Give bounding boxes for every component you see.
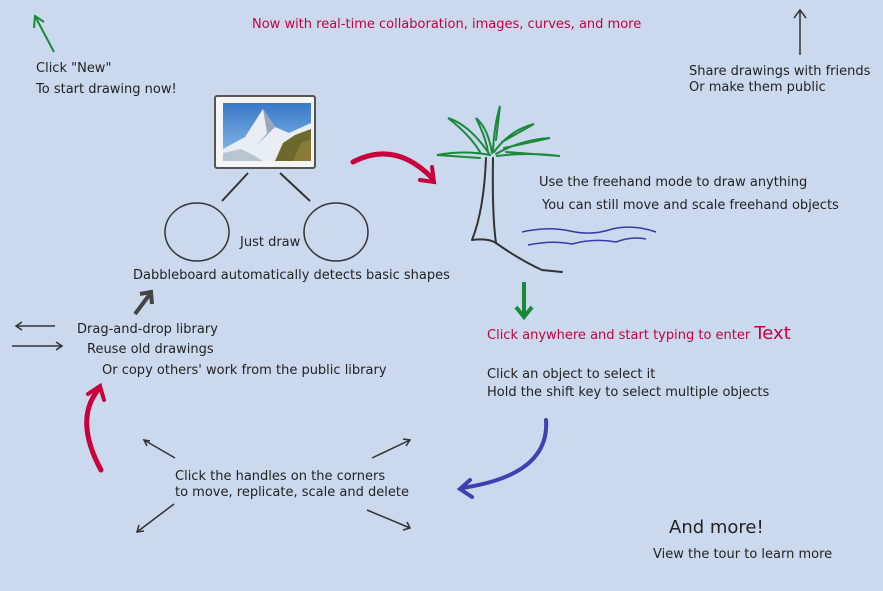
- select-line2: Hold the shift key to select multiple ob…: [487, 385, 770, 400]
- share-line1: Share drawings with friends: [689, 64, 871, 79]
- freehand-line2: You can still move and scale freehand ob…: [542, 198, 839, 213]
- banner-text: Now with real-time collaboration, images…: [252, 17, 642, 32]
- water-scribble-drawing[interactable]: [521, 226, 657, 246]
- mountain-photo-icon: [223, 103, 311, 161]
- circle-shape-left[interactable]: [164, 202, 230, 262]
- typing-big-text: Text: [754, 323, 791, 344]
- typing-prefix: Click anywhere and start typing to enter: [487, 328, 755, 343]
- library-line2: Reuse old drawings: [87, 342, 214, 357]
- connector-right: [279, 172, 311, 202]
- shape-detect-text: Dabbleboard automatically detects basic …: [133, 268, 450, 283]
- handle-arrow-up-left-icon: [142, 439, 176, 459]
- palm-tree-drawing[interactable]: [436, 105, 563, 273]
- more-title: And more!: [669, 517, 764, 538]
- circle-shape-right[interactable]: [303, 202, 369, 262]
- arrow-up-left-icon: [33, 14, 55, 53]
- more-sub: View the tour to learn more: [653, 547, 833, 562]
- typing-text: Click anywhere and start typing to enter…: [487, 323, 791, 344]
- arrow-curve-blue-icon: [456, 418, 549, 499]
- arrow-up-icon: [793, 8, 807, 55]
- handle-arrow-up-right-icon: [371, 438, 412, 459]
- start-line2: To start drawing now!: [36, 82, 177, 97]
- start-line1: Click "New": [36, 61, 112, 76]
- library-line3: Or copy others' work from the public lib…: [102, 363, 387, 378]
- arrow-up-right-icon: [133, 289, 154, 316]
- arrow-curve-red-icon: [350, 151, 437, 185]
- arrow-curve-red-up-icon: [84, 382, 106, 473]
- handle-arrow-down-right-icon: [366, 509, 412, 531]
- handle-arrow-down-left-icon: [135, 503, 175, 533]
- handles-line2: to move, replicate, scale and delete: [175, 485, 409, 500]
- share-line2: Or make them public: [689, 80, 826, 95]
- connector-left: [221, 172, 249, 202]
- handles-line1: Click the handles on the corners: [175, 469, 386, 484]
- arrow-down-green-icon: [514, 282, 534, 321]
- mountain-image[interactable]: [214, 95, 316, 169]
- select-line1: Click an object to select it: [487, 367, 656, 382]
- arrow-left-icon: [14, 321, 55, 331]
- arrow-right-icon: [12, 341, 64, 351]
- freehand-line1: Use the freehand mode to draw anything: [539, 175, 808, 190]
- just-draw-text: Just draw: [240, 235, 301, 250]
- library-line1: Drag-and-drop library: [77, 322, 218, 337]
